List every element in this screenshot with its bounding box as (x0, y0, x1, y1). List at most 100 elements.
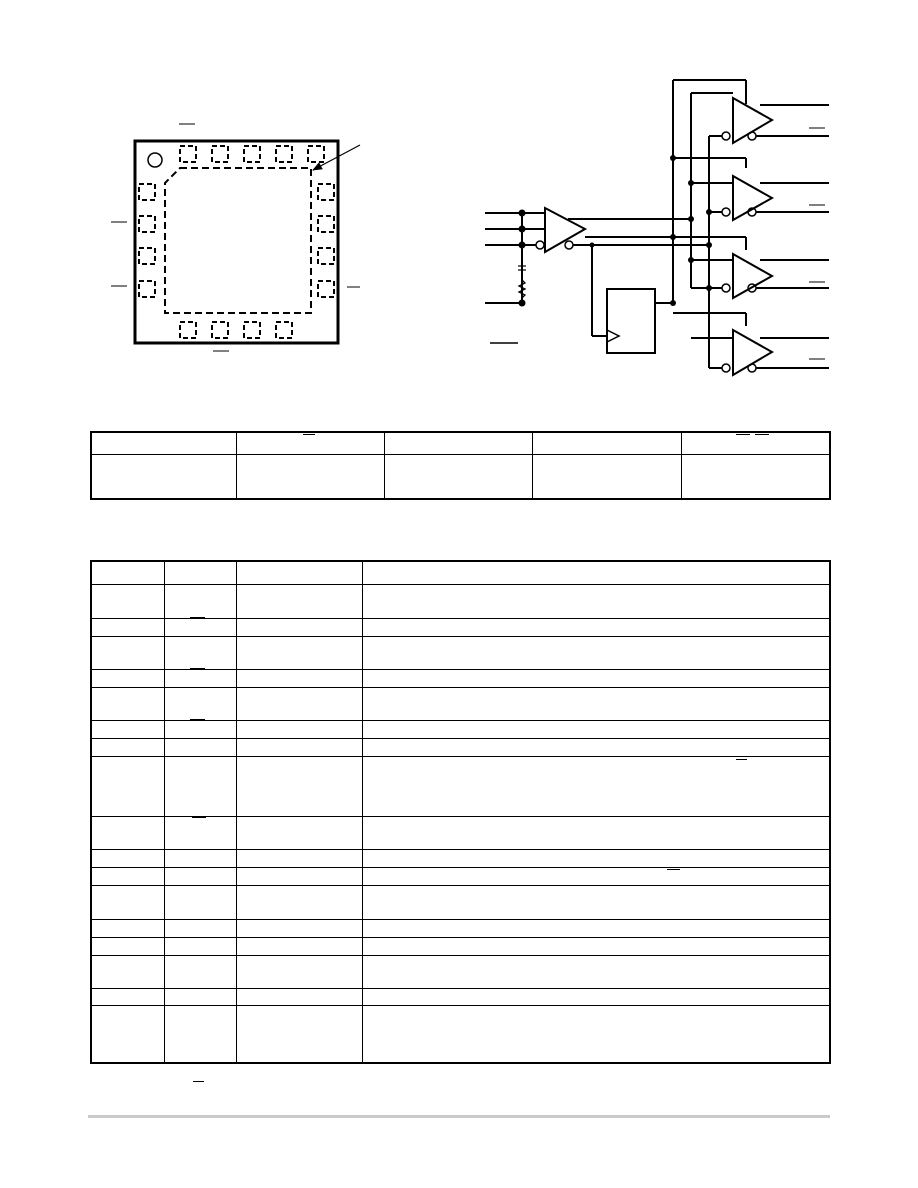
output-buffer (732, 174, 775, 222)
overbar (190, 668, 205, 669)
table-cell (163, 884, 237, 920)
resistor (517, 279, 527, 299)
overbar (190, 988, 205, 989)
logic-diagram (485, 79, 829, 377)
table-cell (90, 866, 165, 886)
table-cell (163, 635, 237, 670)
table-cell (90, 560, 165, 585)
table-cell (163, 866, 237, 886)
table-row (90, 936, 831, 956)
overbar (193, 1081, 204, 1082)
table-cell (235, 987, 363, 1006)
table-row (90, 617, 831, 637)
pad (138, 183, 156, 201)
table-cell (90, 668, 165, 688)
bottom-pads (179, 321, 293, 339)
table-cell (361, 1004, 831, 1064)
package-outline (133, 139, 340, 345)
table-cell (235, 635, 363, 670)
table-cell (163, 918, 237, 938)
table-cell (163, 987, 237, 1006)
table-cell (361, 848, 831, 868)
pad (138, 247, 156, 265)
table-cell (235, 918, 363, 938)
table-cell (361, 686, 831, 721)
overbar (755, 434, 769, 435)
table-cell (163, 719, 237, 739)
table-cell (680, 453, 831, 500)
table-row (90, 737, 831, 757)
footer-rule (88, 1115, 830, 1118)
pad (307, 145, 325, 163)
table-cell (361, 987, 831, 1006)
table-cell (235, 815, 363, 850)
table-cell (90, 453, 237, 500)
table-cell (235, 737, 363, 757)
table-cell (235, 453, 385, 500)
table-cell (90, 617, 165, 637)
overbar (736, 434, 750, 435)
table-cell (235, 954, 363, 989)
table-cell (361, 918, 831, 938)
table-cell (163, 737, 237, 757)
table-cell (90, 918, 165, 938)
table-cell (90, 1004, 165, 1064)
table-cell (235, 755, 363, 817)
table-row (90, 866, 831, 886)
table-cell (361, 635, 831, 670)
table-cell (163, 755, 237, 817)
top-pads (179, 145, 325, 163)
table-cell (361, 815, 831, 850)
pad (317, 280, 335, 298)
table-cell (235, 866, 363, 886)
package-pinout (111, 123, 361, 352)
table-cell (235, 936, 363, 956)
overbar (667, 869, 680, 870)
table-row (90, 848, 831, 868)
table-cell (235, 617, 363, 637)
table-cell (361, 737, 831, 757)
table-row (90, 884, 831, 920)
table-cell (383, 431, 533, 455)
input-buffer (544, 206, 588, 254)
table-cell (531, 431, 682, 455)
table-cell (163, 1004, 237, 1064)
diagram-canvas (111, 79, 829, 377)
table-row (90, 583, 831, 619)
overbar (192, 816, 206, 818)
pad (211, 321, 229, 339)
table-row (90, 954, 831, 989)
table-row (90, 453, 831, 500)
junction-dots (518, 155, 712, 307)
table-cell (163, 583, 237, 619)
table-cell (361, 755, 831, 817)
table-row (90, 815, 831, 850)
table-cell (163, 936, 237, 956)
register-block (606, 288, 656, 354)
table-cell (235, 848, 363, 868)
table-cell (361, 884, 831, 920)
table-cell (680, 431, 831, 455)
table-cell (235, 719, 363, 739)
table-row (90, 431, 831, 455)
right-pads (317, 183, 335, 298)
pad (179, 145, 197, 163)
table-cell (361, 560, 831, 585)
table-cell (383, 453, 533, 500)
table-cell (90, 719, 165, 739)
table-cell (90, 635, 165, 670)
overbar (736, 759, 747, 760)
table-cell (235, 686, 363, 721)
table-row (90, 1004, 831, 1064)
overbar (190, 719, 205, 720)
output-buffer (732, 252, 775, 300)
table-row (90, 918, 831, 938)
table-cell (90, 737, 165, 757)
table-cell (90, 686, 165, 721)
table-cell (163, 617, 237, 637)
table-cell (361, 954, 831, 989)
table-cell (163, 954, 237, 989)
table-cell (90, 954, 165, 989)
table-cell (235, 884, 363, 920)
table-row (90, 987, 831, 1006)
